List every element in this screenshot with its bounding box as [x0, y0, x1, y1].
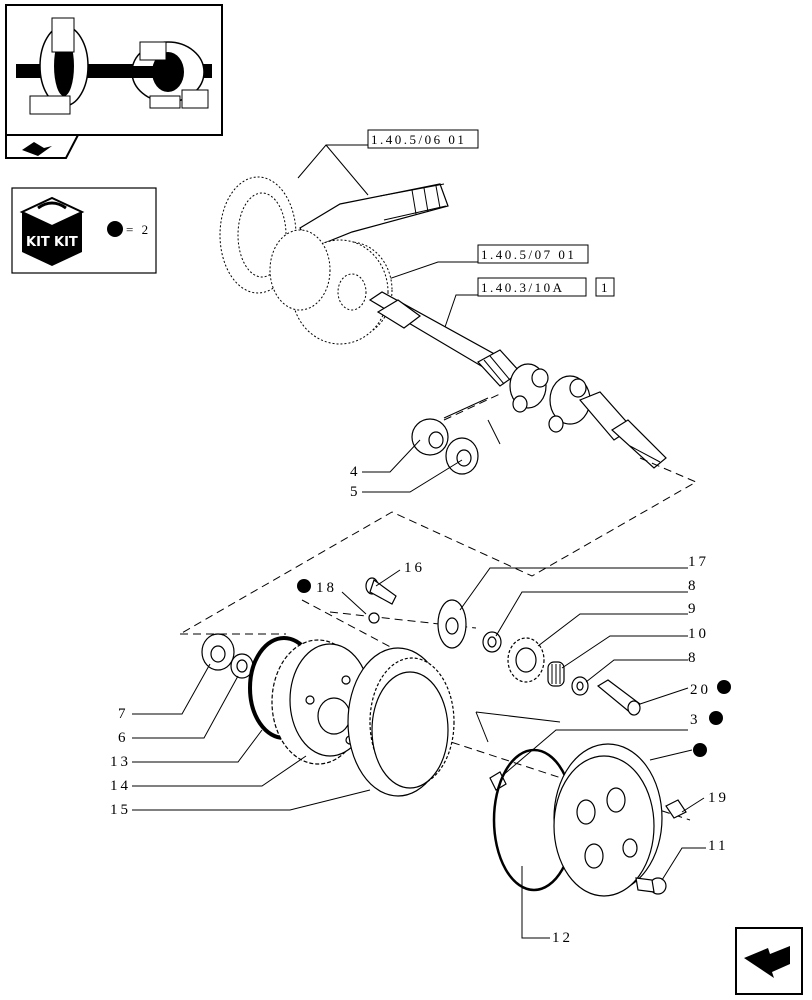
leader-15	[132, 789, 371, 811]
washer-8-lower[interactable]	[571, 676, 589, 696]
callout-17: 17	[688, 554, 709, 570]
reference-item-box[interactable]: 1	[595, 277, 615, 297]
leader-17	[459, 567, 688, 611]
callout-19: 19	[708, 790, 729, 806]
washer-8-upper[interactable]	[482, 631, 502, 653]
callout-10: 10	[688, 626, 709, 642]
kit-bullet-20	[717, 680, 731, 694]
leader-14	[132, 755, 307, 787]
universal-joint[interactable]	[509, 363, 667, 469]
leader-13	[132, 729, 263, 763]
planet-carrier-14[interactable]	[271, 639, 371, 765]
kit-bullet-18	[297, 579, 311, 593]
callout-3: 3	[690, 712, 701, 728]
leader-11	[661, 847, 706, 881]
callout-13: 13	[110, 754, 131, 770]
axle-shaft[interactable]	[368, 291, 521, 387]
reference-text-1: 1.40.5/06 01	[371, 132, 466, 147]
leader-cover	[649, 749, 693, 761]
callout-6: 6	[118, 730, 129, 746]
kit-bullet-3	[709, 711, 723, 725]
leader-6	[132, 675, 239, 739]
callout-12: 12	[552, 930, 573, 946]
reference-item-number: 1	[601, 280, 610, 295]
callout-5: 5	[350, 484, 361, 500]
assembly-dash-a	[443, 393, 501, 421]
leader-ref-1a	[297, 144, 368, 179]
hub-cover[interactable]	[553, 743, 663, 897]
leader-18	[341, 591, 367, 615]
assembly-dash-b	[179, 457, 698, 635]
next-page-button[interactable]	[735, 927, 803, 995]
planet-pin-20[interactable]	[596, 679, 641, 716]
needle-bearing-10[interactable]	[547, 661, 565, 687]
callout-20: 20	[690, 682, 711, 698]
planet-gear-9[interactable]	[507, 637, 545, 683]
reference-text-2: 1.40.5/07 01	[481, 247, 576, 262]
assembly-line-b	[487, 419, 501, 445]
bolt-16[interactable]	[365, 577, 397, 605]
leader-19	[681, 797, 705, 813]
reference-box-2[interactable]: 1.40.5/07 01	[477, 244, 589, 264]
thrust-washer-17[interactable]	[437, 599, 467, 649]
callout-15: 15	[110, 802, 131, 818]
callout-14: 14	[110, 778, 131, 794]
kit-box-icon: KIT KIT	[19, 196, 85, 266]
leader-12	[521, 866, 550, 939]
callout-8a: 8	[688, 578, 699, 594]
leader-8a	[495, 591, 688, 637]
assembly-line-a	[443, 397, 489, 419]
leader-3	[501, 729, 688, 777]
reference-box-3[interactable]: 1.40.3/10A	[477, 277, 587, 297]
bushing-4[interactable]	[411, 418, 449, 456]
leader-7	[132, 663, 211, 715]
kit-equals-text: = 2	[126, 222, 151, 237]
leader-10	[561, 635, 688, 669]
ring-gear-15[interactable]	[347, 647, 455, 797]
leader-16	[375, 569, 401, 587]
leader-ref-1b	[325, 144, 369, 196]
pinion-shaft	[299, 183, 449, 249]
kit-legend: KIT KIT = 2	[11, 187, 157, 274]
callout-4: 4	[350, 464, 361, 480]
leader-20	[639, 687, 689, 705]
next-arrow-icon	[744, 946, 790, 978]
screw-11[interactable]	[635, 877, 667, 895]
leader-ref-3	[443, 294, 478, 331]
reference-box-1[interactable]: 1.40.5/06 01	[367, 129, 479, 149]
differential-housing-dotted	[269, 229, 393, 345]
kit-label-right: KIT	[54, 235, 78, 250]
leader-ref-2	[379, 261, 478, 283]
callout-11: 11	[708, 838, 728, 854]
bushing-5[interactable]	[445, 437, 479, 475]
callout-18: 18	[316, 580, 337, 596]
kit-label-left: KIT	[26, 235, 50, 250]
kit-bullet-cover	[693, 743, 707, 757]
screw-19[interactable]	[665, 799, 687, 819]
snap-line-a	[475, 711, 561, 723]
reference-text-3: 1.40.3/10A	[481, 280, 565, 295]
leader-9	[537, 613, 688, 647]
axle-thumbnail[interactable]	[5, 4, 223, 136]
pin-18[interactable]	[368, 612, 380, 624]
kit-bullet-icon	[107, 221, 123, 237]
callout-8b: 8	[688, 650, 699, 666]
callout-16: 16	[404, 560, 425, 576]
leader-5	[362, 459, 463, 493]
previous-page-tab[interactable]	[5, 134, 80, 159]
snap-line-b	[475, 711, 489, 743]
callout-9: 9	[688, 601, 699, 617]
leader-4	[362, 439, 421, 473]
bearing-7[interactable]	[201, 633, 235, 671]
leader-8b	[585, 659, 688, 683]
callout-7: 7	[118, 706, 129, 722]
